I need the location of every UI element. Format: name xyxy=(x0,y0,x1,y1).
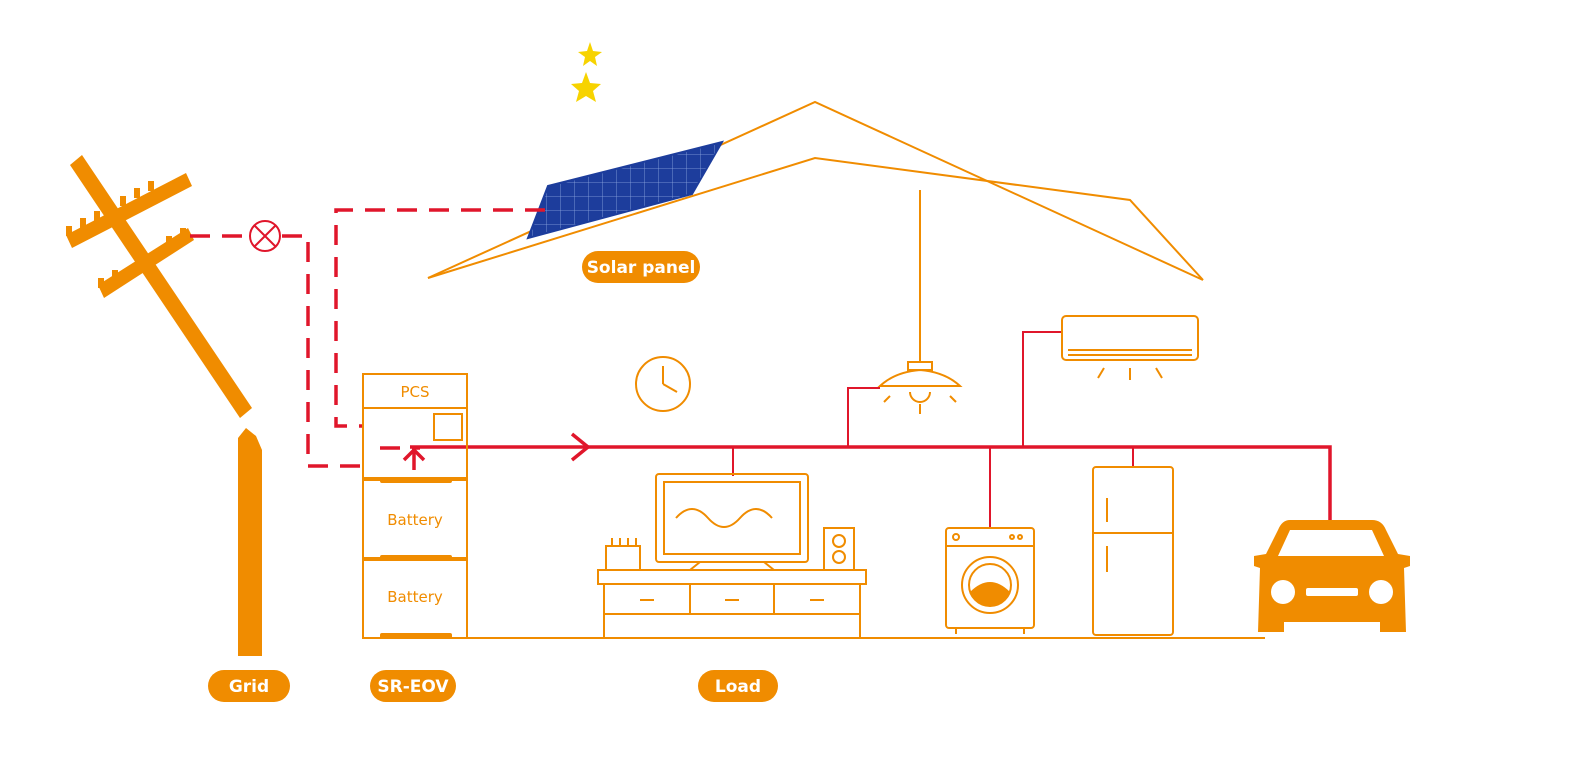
tv-stand xyxy=(597,569,867,638)
power-bus xyxy=(402,432,1332,520)
battery-label-1: Battery xyxy=(387,511,443,529)
load-label: Load xyxy=(715,677,761,697)
load-label-pill: Load xyxy=(698,670,778,702)
solar-panel-label-pill: Solar panel xyxy=(582,251,700,283)
grid-label: Grid xyxy=(229,677,269,697)
washing-machine-icon xyxy=(945,527,1035,634)
breaker-off-icon xyxy=(249,220,281,252)
battery-terminal xyxy=(380,477,452,483)
refrigerator-icon xyxy=(1092,466,1174,636)
air-conditioner-icon xyxy=(1061,315,1199,380)
battery-terminal xyxy=(380,633,452,639)
sr-eov-label: SR-EOV xyxy=(377,677,449,697)
utility-pole-icon xyxy=(66,155,262,656)
moon-icon xyxy=(524,38,585,127)
grid-label-pill: Grid xyxy=(208,670,290,702)
solar-panel-label: Solar panel xyxy=(587,258,696,278)
battery-terminal xyxy=(380,555,452,561)
car-icon xyxy=(1254,520,1410,632)
battery-label-2: Battery xyxy=(387,588,443,606)
branch-lines xyxy=(732,331,1134,528)
house-roof xyxy=(427,100,1204,281)
clock-icon xyxy=(635,356,691,412)
vase-decor xyxy=(605,538,641,571)
tv-icon xyxy=(655,473,809,571)
star-icon xyxy=(571,42,602,102)
ceiling-lamp-icon xyxy=(877,190,963,414)
sr-eov-label-pill: SR-EOV xyxy=(370,670,456,702)
speaker-icon xyxy=(823,527,855,571)
pcs-label: PCS xyxy=(400,383,429,401)
solar-panel-icon xyxy=(526,140,725,240)
